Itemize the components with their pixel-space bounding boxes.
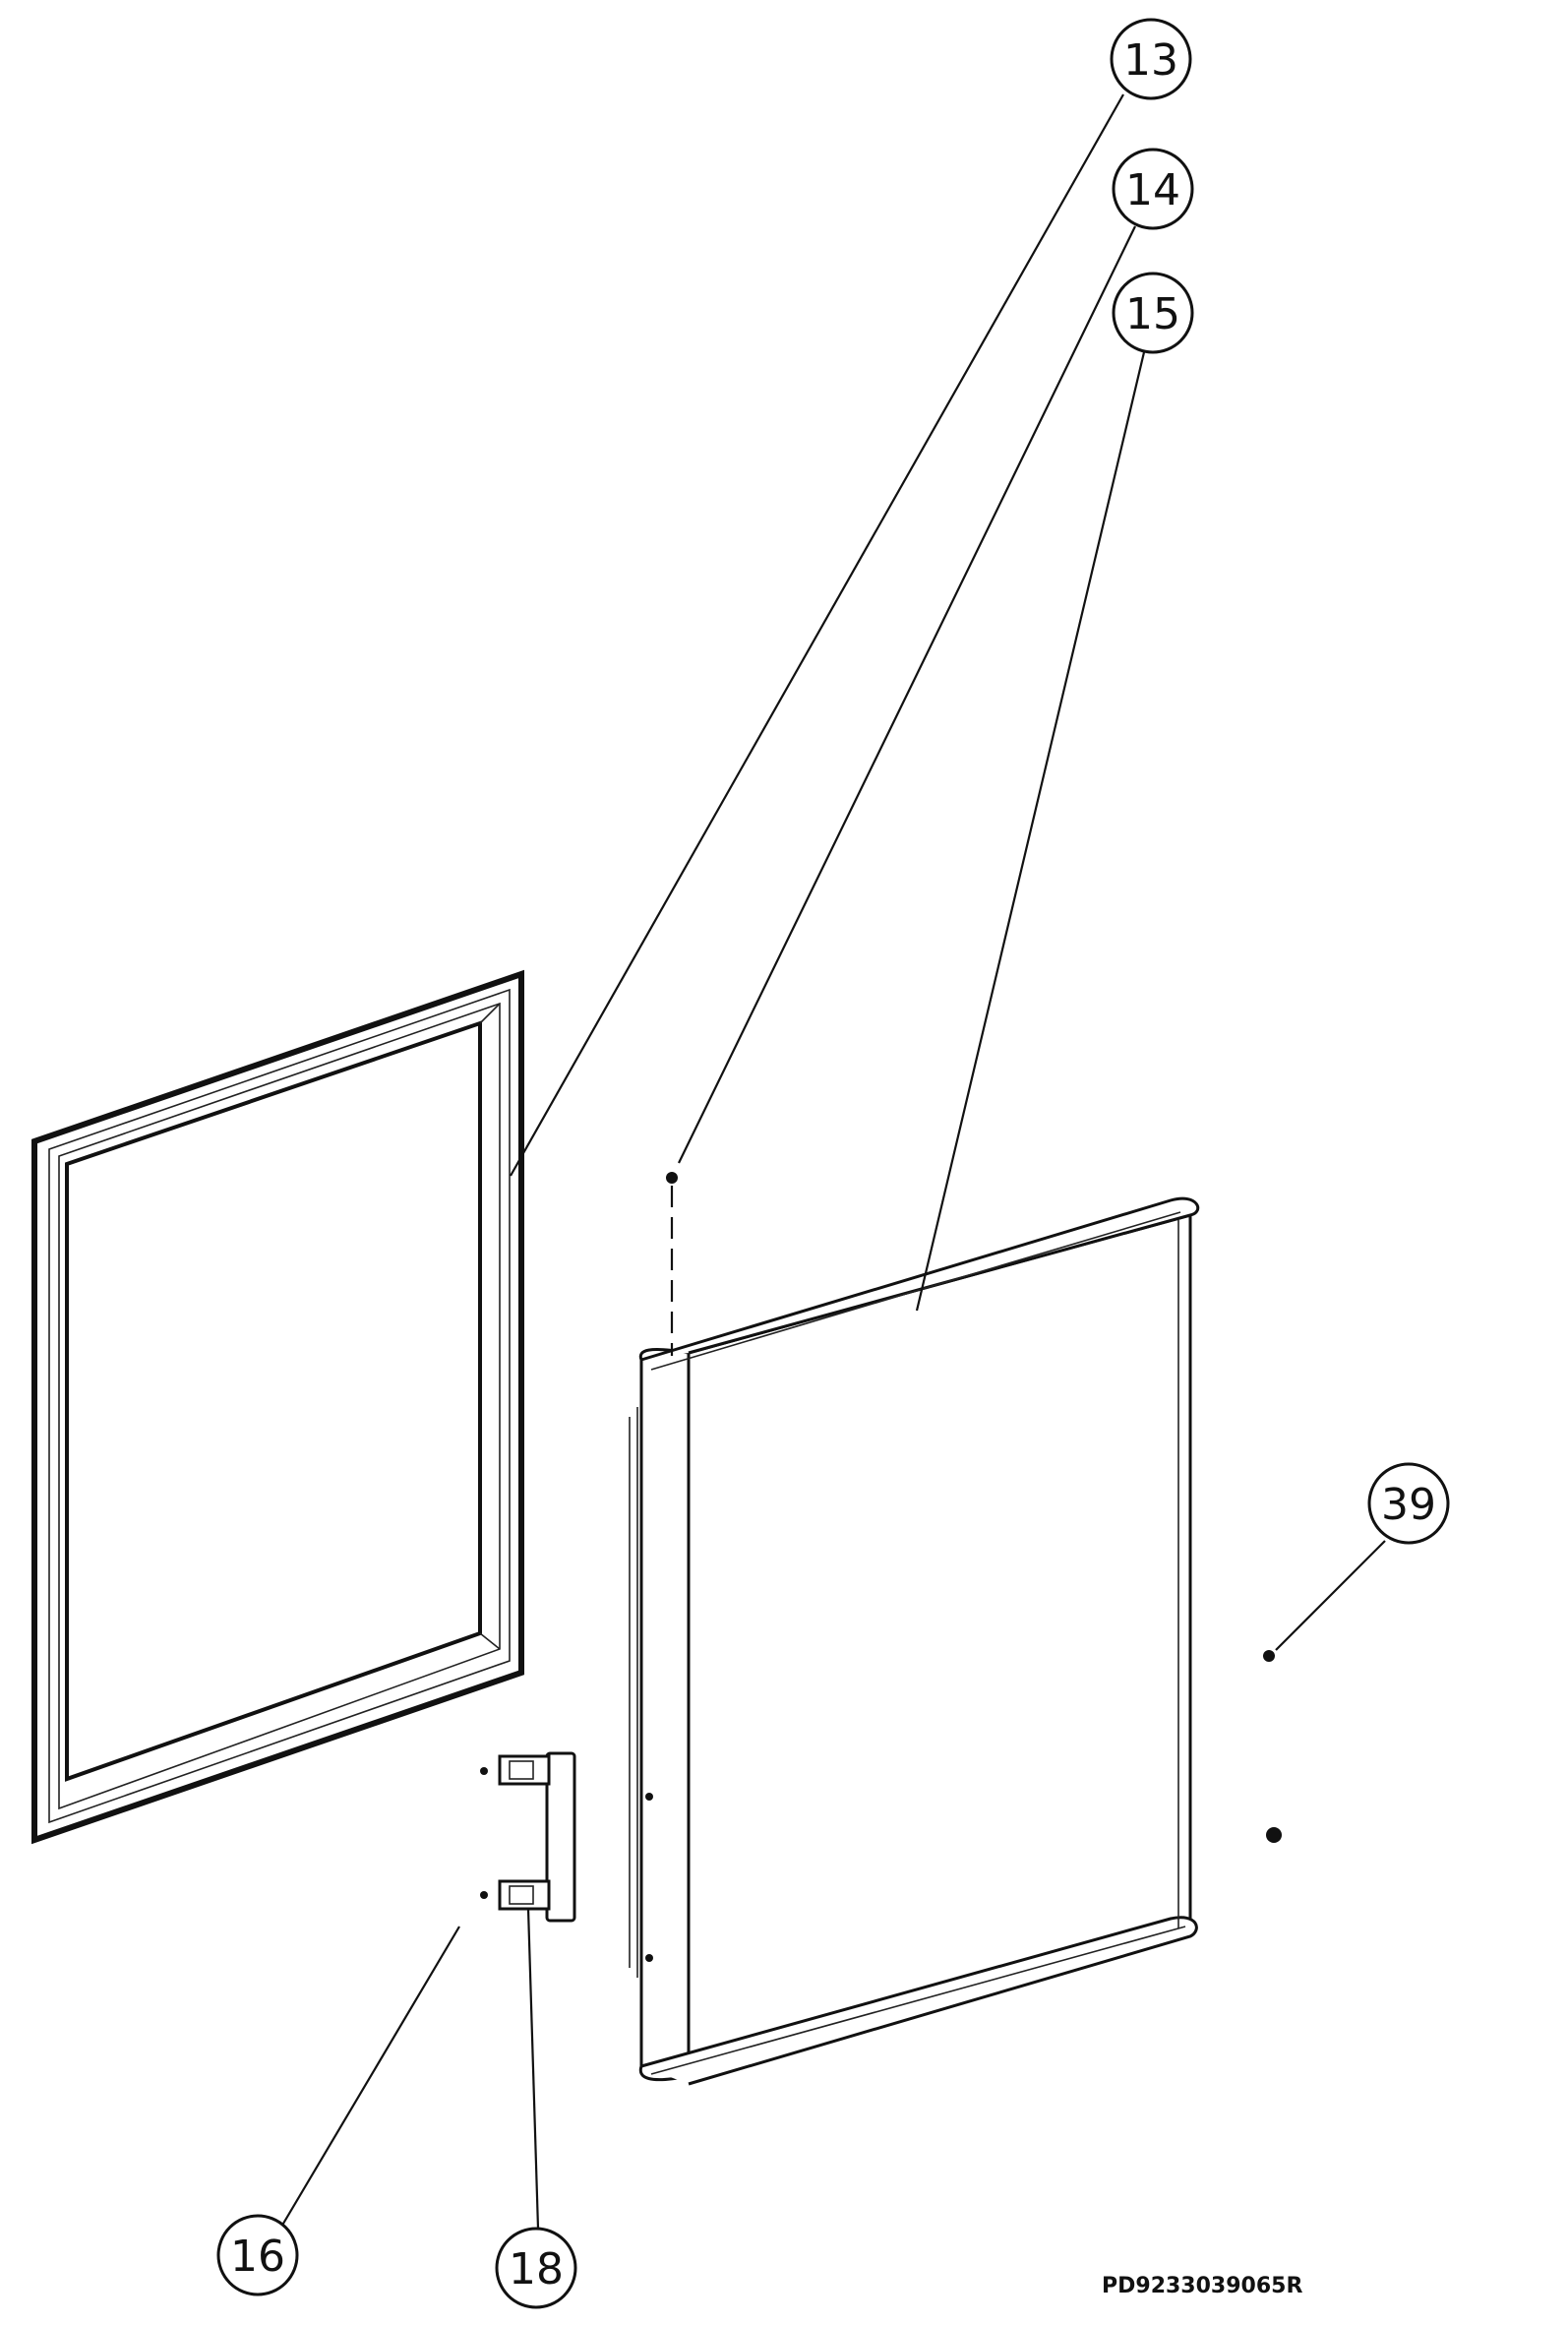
callout-label: 15 xyxy=(1125,289,1180,339)
leader-39 xyxy=(1275,1540,1386,1651)
screw-handle-top xyxy=(480,1767,488,1775)
callout-label: 18 xyxy=(509,2244,564,2294)
screw-top xyxy=(666,1172,678,1184)
callout-label: 16 xyxy=(230,2232,285,2282)
leader-16 xyxy=(276,1926,460,2234)
callout-13: 13 xyxy=(1110,18,1192,100)
callout-39: 39 xyxy=(1367,1462,1450,1545)
screw-handle-bottom xyxy=(480,1891,488,1899)
leader-13 xyxy=(510,93,1124,1177)
callout-15: 15 xyxy=(1112,272,1194,354)
cap-39-lower xyxy=(1266,1827,1282,1843)
callout-label: 14 xyxy=(1125,165,1180,215)
door-panel xyxy=(629,1196,1200,2086)
fasteners xyxy=(480,1172,1282,1899)
callout-14: 14 xyxy=(1112,148,1194,230)
callout-label: 13 xyxy=(1123,35,1178,86)
leader-14 xyxy=(678,225,1136,1164)
leader-lines xyxy=(276,93,1386,2234)
callout-label: 39 xyxy=(1381,1480,1436,1530)
leader-18 xyxy=(526,1908,540,2230)
drawing-code: PD9233039065R xyxy=(1102,2274,1302,2298)
cap-39-upper xyxy=(1263,1650,1275,1662)
callout-18: 18 xyxy=(495,2227,577,2309)
leader-15 xyxy=(915,351,1146,1312)
door-handle xyxy=(498,1751,576,1923)
callout-16: 16 xyxy=(216,2214,299,2296)
door-gasket xyxy=(31,969,524,1845)
